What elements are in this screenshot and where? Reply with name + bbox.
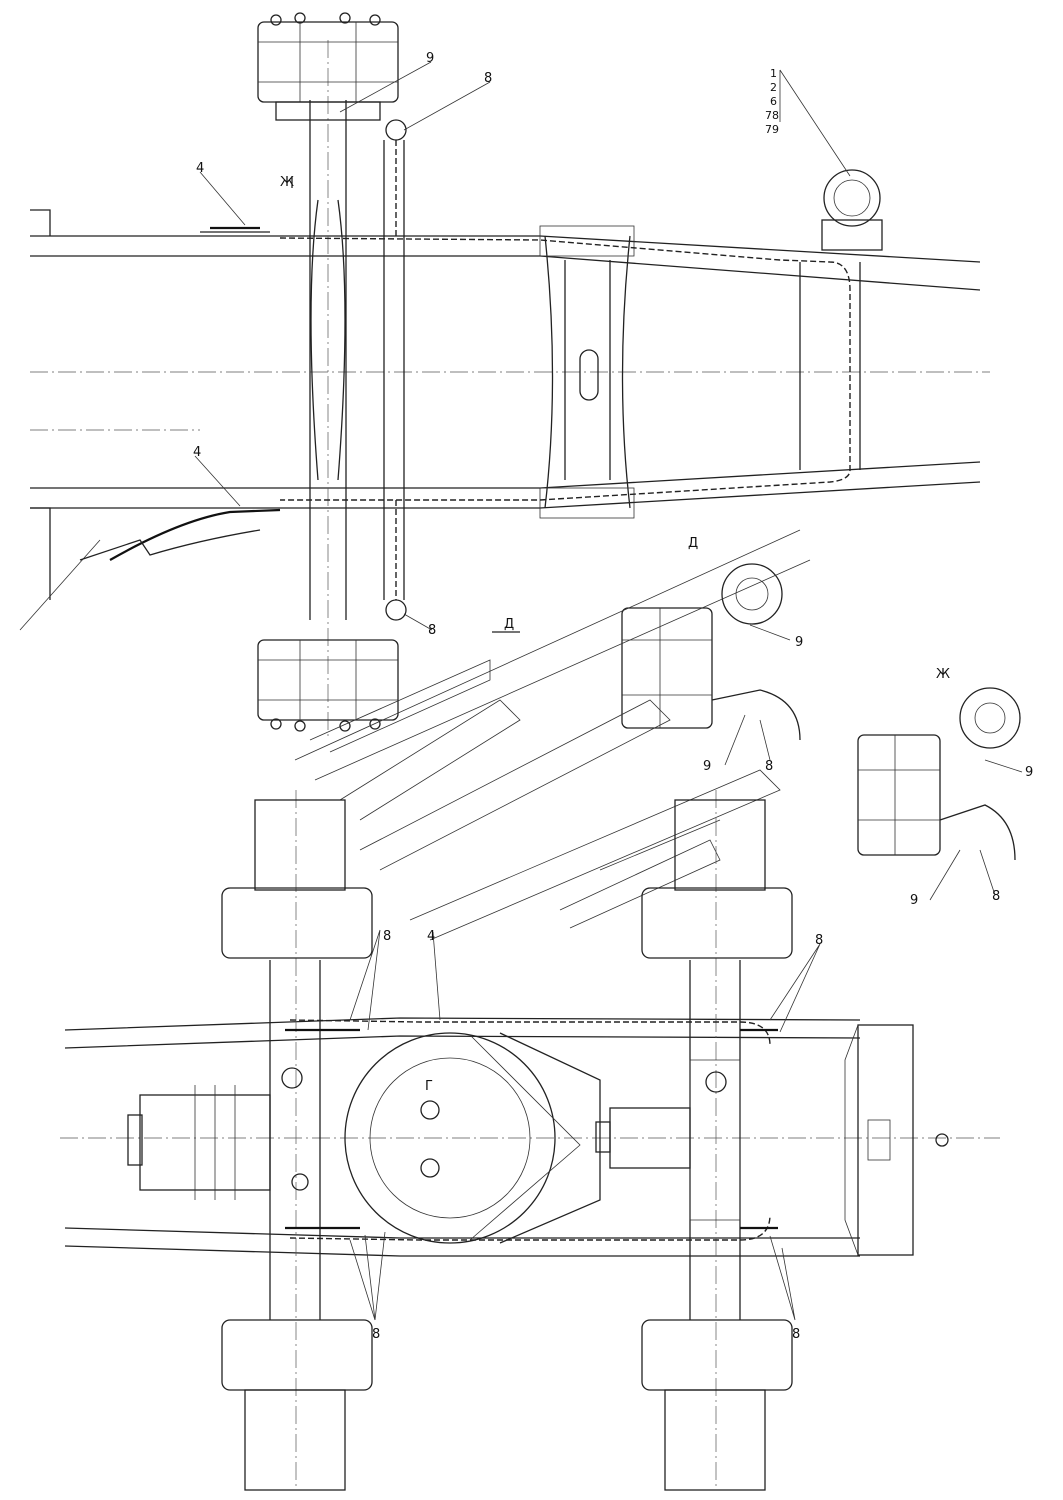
callout-4-upper: 4 bbox=[196, 161, 204, 176]
callout-4-lower: 4 bbox=[193, 445, 201, 460]
bottom-bogie-view: Г 8 4 8 8 8 bbox=[60, 790, 1000, 1491]
callout-9-zh-lower: 9 bbox=[910, 893, 918, 908]
view-label-zh: Ж bbox=[936, 667, 950, 682]
callout-8-bogie-lower-left: 8 bbox=[372, 1327, 380, 1342]
part-79: 79 bbox=[765, 123, 779, 136]
view-label-d: Д bbox=[688, 536, 698, 551]
part-6: 6 bbox=[770, 95, 777, 108]
callout-8-bogie-lower-right: 8 bbox=[792, 1327, 800, 1342]
callout-9-top: 9 bbox=[426, 51, 434, 66]
part-78: 78 bbox=[765, 109, 779, 122]
callout-9-zh-upper: 9 bbox=[1025, 765, 1033, 780]
callout-4-bogie: 4 bbox=[427, 929, 435, 944]
part-list: 1 2 6 78 79 bbox=[765, 67, 779, 136]
callout-9-d-lower: 9 bbox=[703, 759, 711, 774]
callout-8-d: 8 bbox=[765, 759, 773, 774]
callout-8-top: 8 bbox=[484, 71, 492, 86]
view-arrow-zh: Ж bbox=[280, 175, 294, 190]
callout-8-bogie-upper-right: 8 bbox=[815, 933, 823, 948]
callout-9-d-upper: 9 bbox=[795, 635, 803, 650]
part-1: 1 bbox=[770, 67, 777, 80]
detail-view-d: Д 9 9 8 bbox=[621, 536, 803, 774]
view-arrow-d: Д bbox=[504, 617, 514, 632]
callout-8-zh: 8 bbox=[992, 889, 1000, 904]
callout-8-lower: 8 bbox=[428, 623, 436, 638]
top-frame-view: 9 8 4 4 8 Ж Д 1 2 6 78 79 bbox=[19, 12, 990, 740]
view-label-g: Г bbox=[425, 1079, 433, 1094]
part-2: 2 bbox=[770, 81, 777, 94]
hatched-arrows bbox=[294, 529, 811, 941]
callout-8-bogie-upper-left: 8 bbox=[383, 929, 391, 944]
detail-view-zh: Ж 9 9 8 bbox=[857, 667, 1033, 908]
